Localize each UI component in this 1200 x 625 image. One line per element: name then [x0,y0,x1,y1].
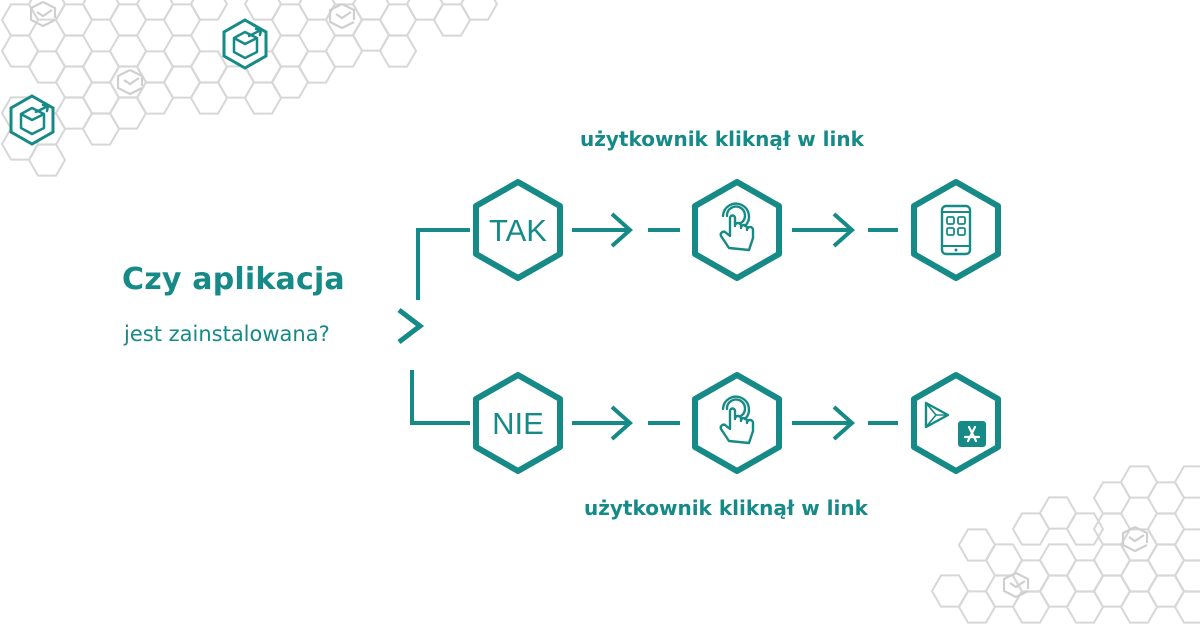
tap-hand-icon [719,202,755,252]
yes-node: TAK [476,182,560,278]
no-branch-caption: użytkownik kliknął w link [584,496,868,520]
logo-icon-small [9,94,55,146]
tap-node-top [695,182,779,278]
tap-hand-icon [719,395,755,445]
branch-connector [397,228,470,425]
flow-arrow-bottom-2 [792,405,898,441]
app-store-icon [958,421,986,447]
yes-branch-caption: użytkownik kliknął w link [580,127,864,151]
logo-icon [222,18,268,70]
app-node-top [914,182,998,278]
smartphone-apps-icon [940,204,972,256]
flow-arrow-bottom-1 [572,405,680,441]
tap-node-bottom [695,375,779,471]
no-label: NIE [492,406,544,441]
background-honeycomb-bottom [931,465,1200,624]
store-node-bottom [914,375,998,471]
question-title: Czy aplikacja [122,262,345,297]
background-logo-marks [29,1,1149,599]
no-node: NIE [476,375,560,471]
question-subtitle: jest zainstalowana? [124,322,330,346]
flow-arrow-top-2 [792,212,898,248]
flow-arrow-top-1 [572,212,680,248]
yes-label: TAK [489,213,547,248]
play-store-icon [924,401,950,429]
